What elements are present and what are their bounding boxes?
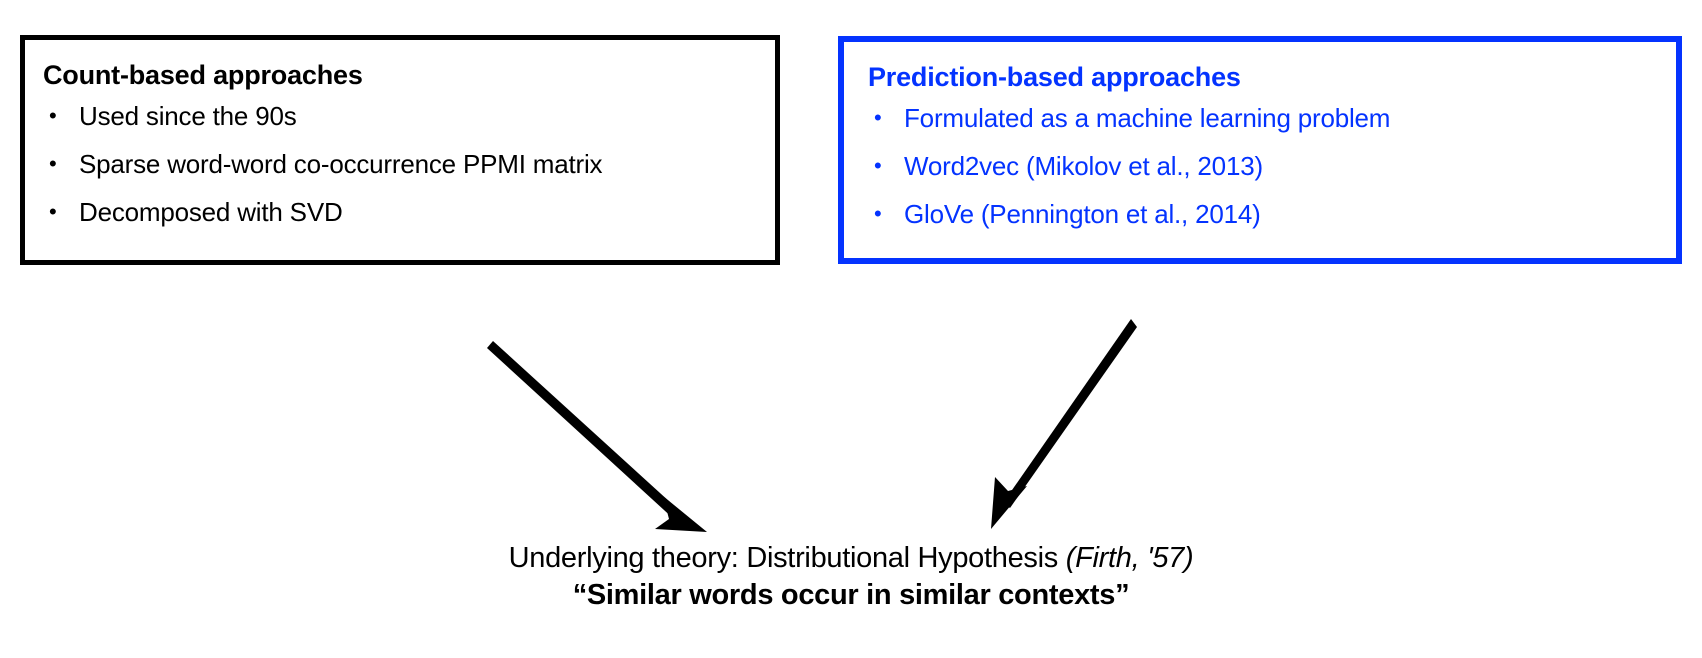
bullet-icon: • [874,201,882,226]
bullet-icon: • [49,103,57,128]
count-based-title: Count-based approaches [43,60,363,90]
underlying-theory-text: Underlying theory: Distributional Hypoth… [508,542,1066,574]
list-item-label: Used since the 90s [79,101,297,131]
list-item-label: Word2vec (Mikolov et al., 2013) [904,151,1263,181]
list-item-label: Sparse word-word co-occurrence PPMI matr… [79,149,603,179]
bullet-icon: • [49,151,57,176]
underlying-theory-line: Underlying theory: Distributional Hypoth… [0,540,1702,577]
list-item: • Decomposed with SVD [43,199,775,225]
list-item: • GloVe (Pennington et al., 2014) [862,201,1676,227]
list-item: • Formulated as a machine learning probl… [862,105,1676,131]
list-item-label: Formulated as a machine learning problem [904,103,1391,133]
bullet-icon: • [874,153,882,178]
list-item: • Sparse word-word co-occurrence PPMI ma… [43,151,775,177]
count-based-content: Count-based approaches • Used since the … [25,40,775,226]
list-item-label: GloVe (Pennington et al., 2014) [904,199,1261,229]
count-based-bullet-list: • Used since the 90s • Sparse word-word … [43,103,775,225]
prediction-based-title: Prediction-based approaches [868,62,1241,92]
prediction-based-content: Prediction-based approaches • Formulated… [844,42,1676,228]
distributional-hypothesis-quote: “Similar words occur in similar contexts… [572,579,1130,612]
bullet-icon: • [874,105,882,130]
right-arrow-icon [991,319,1137,529]
list-item: • Used since the 90s [43,103,775,129]
prediction-based-bullet-list: • Formulated as a machine learning probl… [862,105,1676,227]
firth-citation: (Firth, '57) [1065,542,1194,574]
count-based-approaches-box: Count-based approaches • Used since the … [20,35,780,265]
list-item-label: Decomposed with SVD [79,197,343,227]
prediction-based-approaches-box: Prediction-based approaches • Formulated… [838,36,1682,264]
list-item: • Word2vec (Mikolov et al., 2013) [862,153,1676,179]
caption-block: Underlying theory: Distributional Hypoth… [0,540,1702,614]
bullet-icon: • [49,199,57,224]
left-arrow-icon [487,341,707,532]
